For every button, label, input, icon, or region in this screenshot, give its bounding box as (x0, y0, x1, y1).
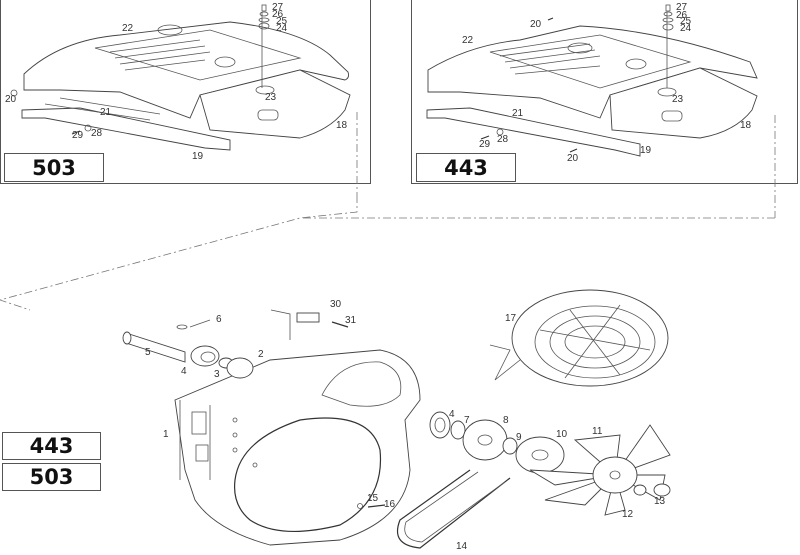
callout-27: 27 (676, 2, 688, 13)
callout-28: 28 (497, 134, 509, 145)
callout-20: 20 (5, 94, 17, 105)
callout-22: 22 (122, 23, 134, 34)
callout-27: 27 (272, 2, 284, 13)
callout-13: 13 (654, 496, 666, 507)
shaft-parts-drawing (122, 309, 349, 379)
fan-blades-drawing (529, 424, 671, 516)
callout-26: 26 (676, 10, 688, 21)
callout-30: 30 (330, 299, 342, 310)
engine-label-503-inset: 503 (4, 153, 104, 182)
callout-7: 7 (464, 415, 470, 426)
callout-14: 14 (456, 541, 468, 552)
pulley-stack-drawing (429, 411, 565, 474)
fan-housing-drawing (174, 349, 421, 546)
engine-label-503-main: 503 (2, 463, 101, 491)
callout-29: 29 (479, 139, 491, 150)
callout-9: 9 (516, 432, 522, 443)
callout-19: 19 (192, 151, 204, 162)
engine-label-443-inset: 443 (416, 153, 516, 182)
callout-29: 29 (72, 130, 84, 141)
callout-23: 23 (672, 94, 684, 105)
callout-11: 11 (592, 426, 603, 437)
callout-24: 24 (276, 23, 288, 34)
callout-1: 1 (163, 429, 169, 440)
callout-6: 6 (216, 314, 222, 325)
callout-2: 2 (258, 349, 264, 360)
callout-20: 20 (567, 153, 579, 164)
cover-443-drawing (426, 4, 776, 218)
callout-4: 4 (449, 409, 455, 420)
callout-21: 21 (512, 108, 524, 119)
callout-4: 4 (181, 366, 187, 377)
callout-17: 17 (505, 313, 517, 324)
callout-3: 3 (214, 369, 220, 380)
bolt-15-16-drawing (357, 503, 386, 509)
fan-guard-drawing (489, 289, 669, 387)
callout-28: 28 (91, 128, 103, 139)
callout-18: 18 (336, 120, 348, 131)
engine-label-443-main: 443 (2, 432, 101, 460)
callout-31: 31 (345, 315, 357, 326)
callout-22: 22 (462, 35, 474, 46)
callout-26: 26 (272, 9, 284, 20)
callout-12: 12 (622, 509, 634, 520)
callout-25: 25 (276, 16, 288, 27)
cover-503-drawing (10, 4, 358, 195)
belt-drawing (396, 469, 511, 549)
callout-23: 23 (265, 92, 277, 103)
callout-25: 25 (680, 16, 692, 27)
callout-16: 16 (384, 499, 396, 510)
callout-19: 19 (640, 145, 652, 156)
callout-15: 15 (367, 493, 379, 504)
callout-8: 8 (503, 415, 509, 426)
callout-21: 21 (100, 107, 112, 118)
callout-5: 5 (145, 347, 151, 358)
callout-20: 20 (530, 19, 542, 30)
callout-10: 10 (556, 429, 568, 440)
callout-24: 24 (680, 23, 692, 34)
callout-18: 18 (740, 120, 752, 131)
